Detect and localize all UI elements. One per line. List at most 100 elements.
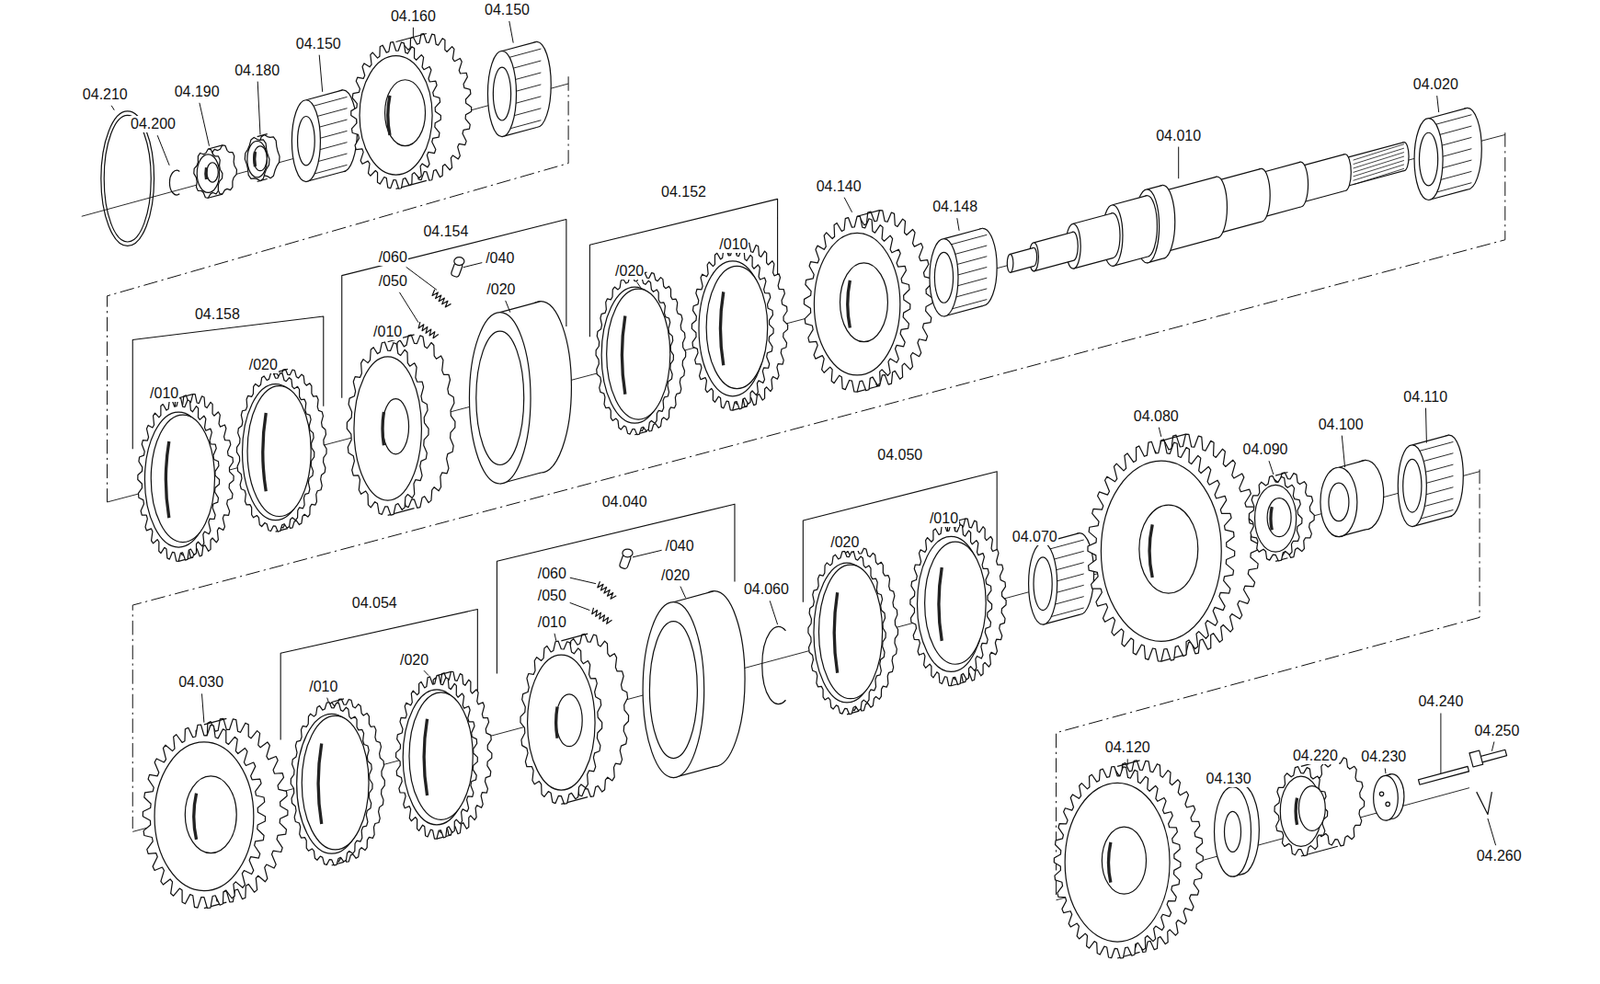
callout-number: 04.140 — [815, 178, 863, 195]
sliding-sleeve — [476, 331, 525, 465]
leader-line — [412, 27, 414, 37]
callout-number: /010 — [718, 236, 749, 253]
drawing-line — [1261, 161, 1302, 173]
callout-number: 04.148 — [931, 198, 979, 216]
gear-wheel — [385, 80, 426, 147]
roller-bearing — [492, 67, 511, 121]
leader-line — [505, 300, 511, 313]
gear-wheel — [154, 742, 254, 892]
gear-wheel — [839, 262, 888, 343]
callout-number: /020 — [485, 281, 516, 298]
drawing-line — [310, 96, 348, 107]
leader-line — [406, 266, 437, 290]
lock-nut — [206, 162, 218, 183]
detent-pin — [454, 257, 465, 266]
drawing-line — [1146, 184, 1163, 190]
bolt — [1469, 750, 1484, 767]
callout-number: 04.050 — [876, 446, 924, 464]
circlip — [762, 626, 787, 704]
drawing-line — [502, 41, 538, 51]
disc — [1373, 775, 1399, 821]
gear-hub — [1295, 798, 1297, 825]
synchro-cone — [301, 715, 369, 850]
gear-wheel — [1053, 765, 1181, 958]
nut — [253, 146, 268, 172]
spacer-bush — [1320, 467, 1358, 537]
callout-number: 04.080 — [1132, 408, 1180, 425]
gear-wheel — [1249, 476, 1303, 560]
leader-line — [1425, 408, 1428, 444]
leader-line — [319, 55, 323, 92]
synchro-ring — [138, 400, 219, 560]
callout-number: /010 — [372, 323, 403, 341]
gear-wheel — [351, 42, 442, 190]
drawing-line — [331, 698, 344, 703]
callout-number: /060 — [537, 565, 568, 583]
leader-line — [1177, 147, 1179, 180]
synchro-ring — [396, 675, 479, 840]
synchro-ring — [910, 522, 993, 686]
spline — [1353, 152, 1405, 169]
leader-lines — [111, 21, 1496, 846]
callout-number: 04.210 — [81, 86, 129, 103]
drawing-line — [506, 48, 542, 58]
callout-number: /010 — [148, 385, 180, 402]
leader-line — [199, 102, 210, 147]
drawing-line — [1275, 472, 1288, 477]
needle-bearing — [934, 251, 953, 303]
callout-number: 04.160 — [389, 8, 437, 25]
callout-number: 04.090 — [1242, 441, 1290, 458]
drawing-line — [257, 134, 268, 138]
leader-line — [554, 633, 557, 641]
synchro-cone — [262, 412, 266, 492]
callout-number: 04.150 — [295, 35, 343, 53]
needle-bearing — [1418, 132, 1438, 186]
callout-number: 04.230 — [1360, 748, 1407, 766]
callout-number: 04.180 — [233, 62, 281, 80]
synchro-ring — [150, 414, 215, 542]
callout-number: /010 — [537, 614, 568, 631]
drawing-line — [1428, 107, 1468, 118]
drawing-line — [1412, 434, 1450, 446]
synchro-hub — [520, 640, 603, 804]
disc — [1379, 791, 1383, 796]
callout-number: 04.120 — [1104, 739, 1152, 756]
drawing-line — [204, 718, 227, 725]
roller-bearing — [487, 50, 516, 137]
synchro-hub — [527, 654, 596, 790]
needle-bearing — [1403, 458, 1422, 513]
callout-number: 04.240 — [1417, 693, 1464, 710]
main-shaft — [1345, 142, 1405, 187]
leader-line — [1437, 95, 1440, 113]
gear-wheel — [1087, 440, 1235, 662]
callout-number: 04.100 — [1317, 416, 1365, 434]
gear-wheel — [1255, 484, 1297, 552]
synchro-cone — [595, 275, 674, 435]
callout-number: /040 — [484, 250, 515, 267]
gear-wheel — [1270, 506, 1272, 530]
drawing-line — [1416, 441, 1453, 452]
leader-line — [1384, 767, 1387, 774]
drawing-line — [560, 633, 588, 641]
synchro-ring — [691, 247, 774, 412]
roller-bearing — [297, 116, 316, 166]
leader-line — [463, 262, 483, 268]
drawing-line — [1432, 114, 1472, 126]
thrust-washer — [1224, 811, 1242, 852]
leader-line — [1440, 713, 1441, 775]
gear-wheel — [1108, 842, 1110, 883]
drawing-line — [1338, 459, 1366, 468]
spline — [1353, 168, 1405, 184]
gear-wheel — [813, 232, 900, 376]
drawing-line — [436, 671, 452, 675]
gear-wheel — [388, 95, 390, 136]
synchro-ring — [423, 719, 427, 796]
washer — [1476, 791, 1493, 814]
leader-line — [257, 81, 261, 136]
gear-wheel — [1149, 524, 1153, 578]
callout-number: 04.154 — [422, 223, 469, 240]
callout-number: 04.158 — [194, 306, 241, 323]
thrust-piece — [592, 607, 613, 625]
synchro-cone — [834, 592, 837, 673]
callout-number: /020 — [248, 356, 279, 374]
